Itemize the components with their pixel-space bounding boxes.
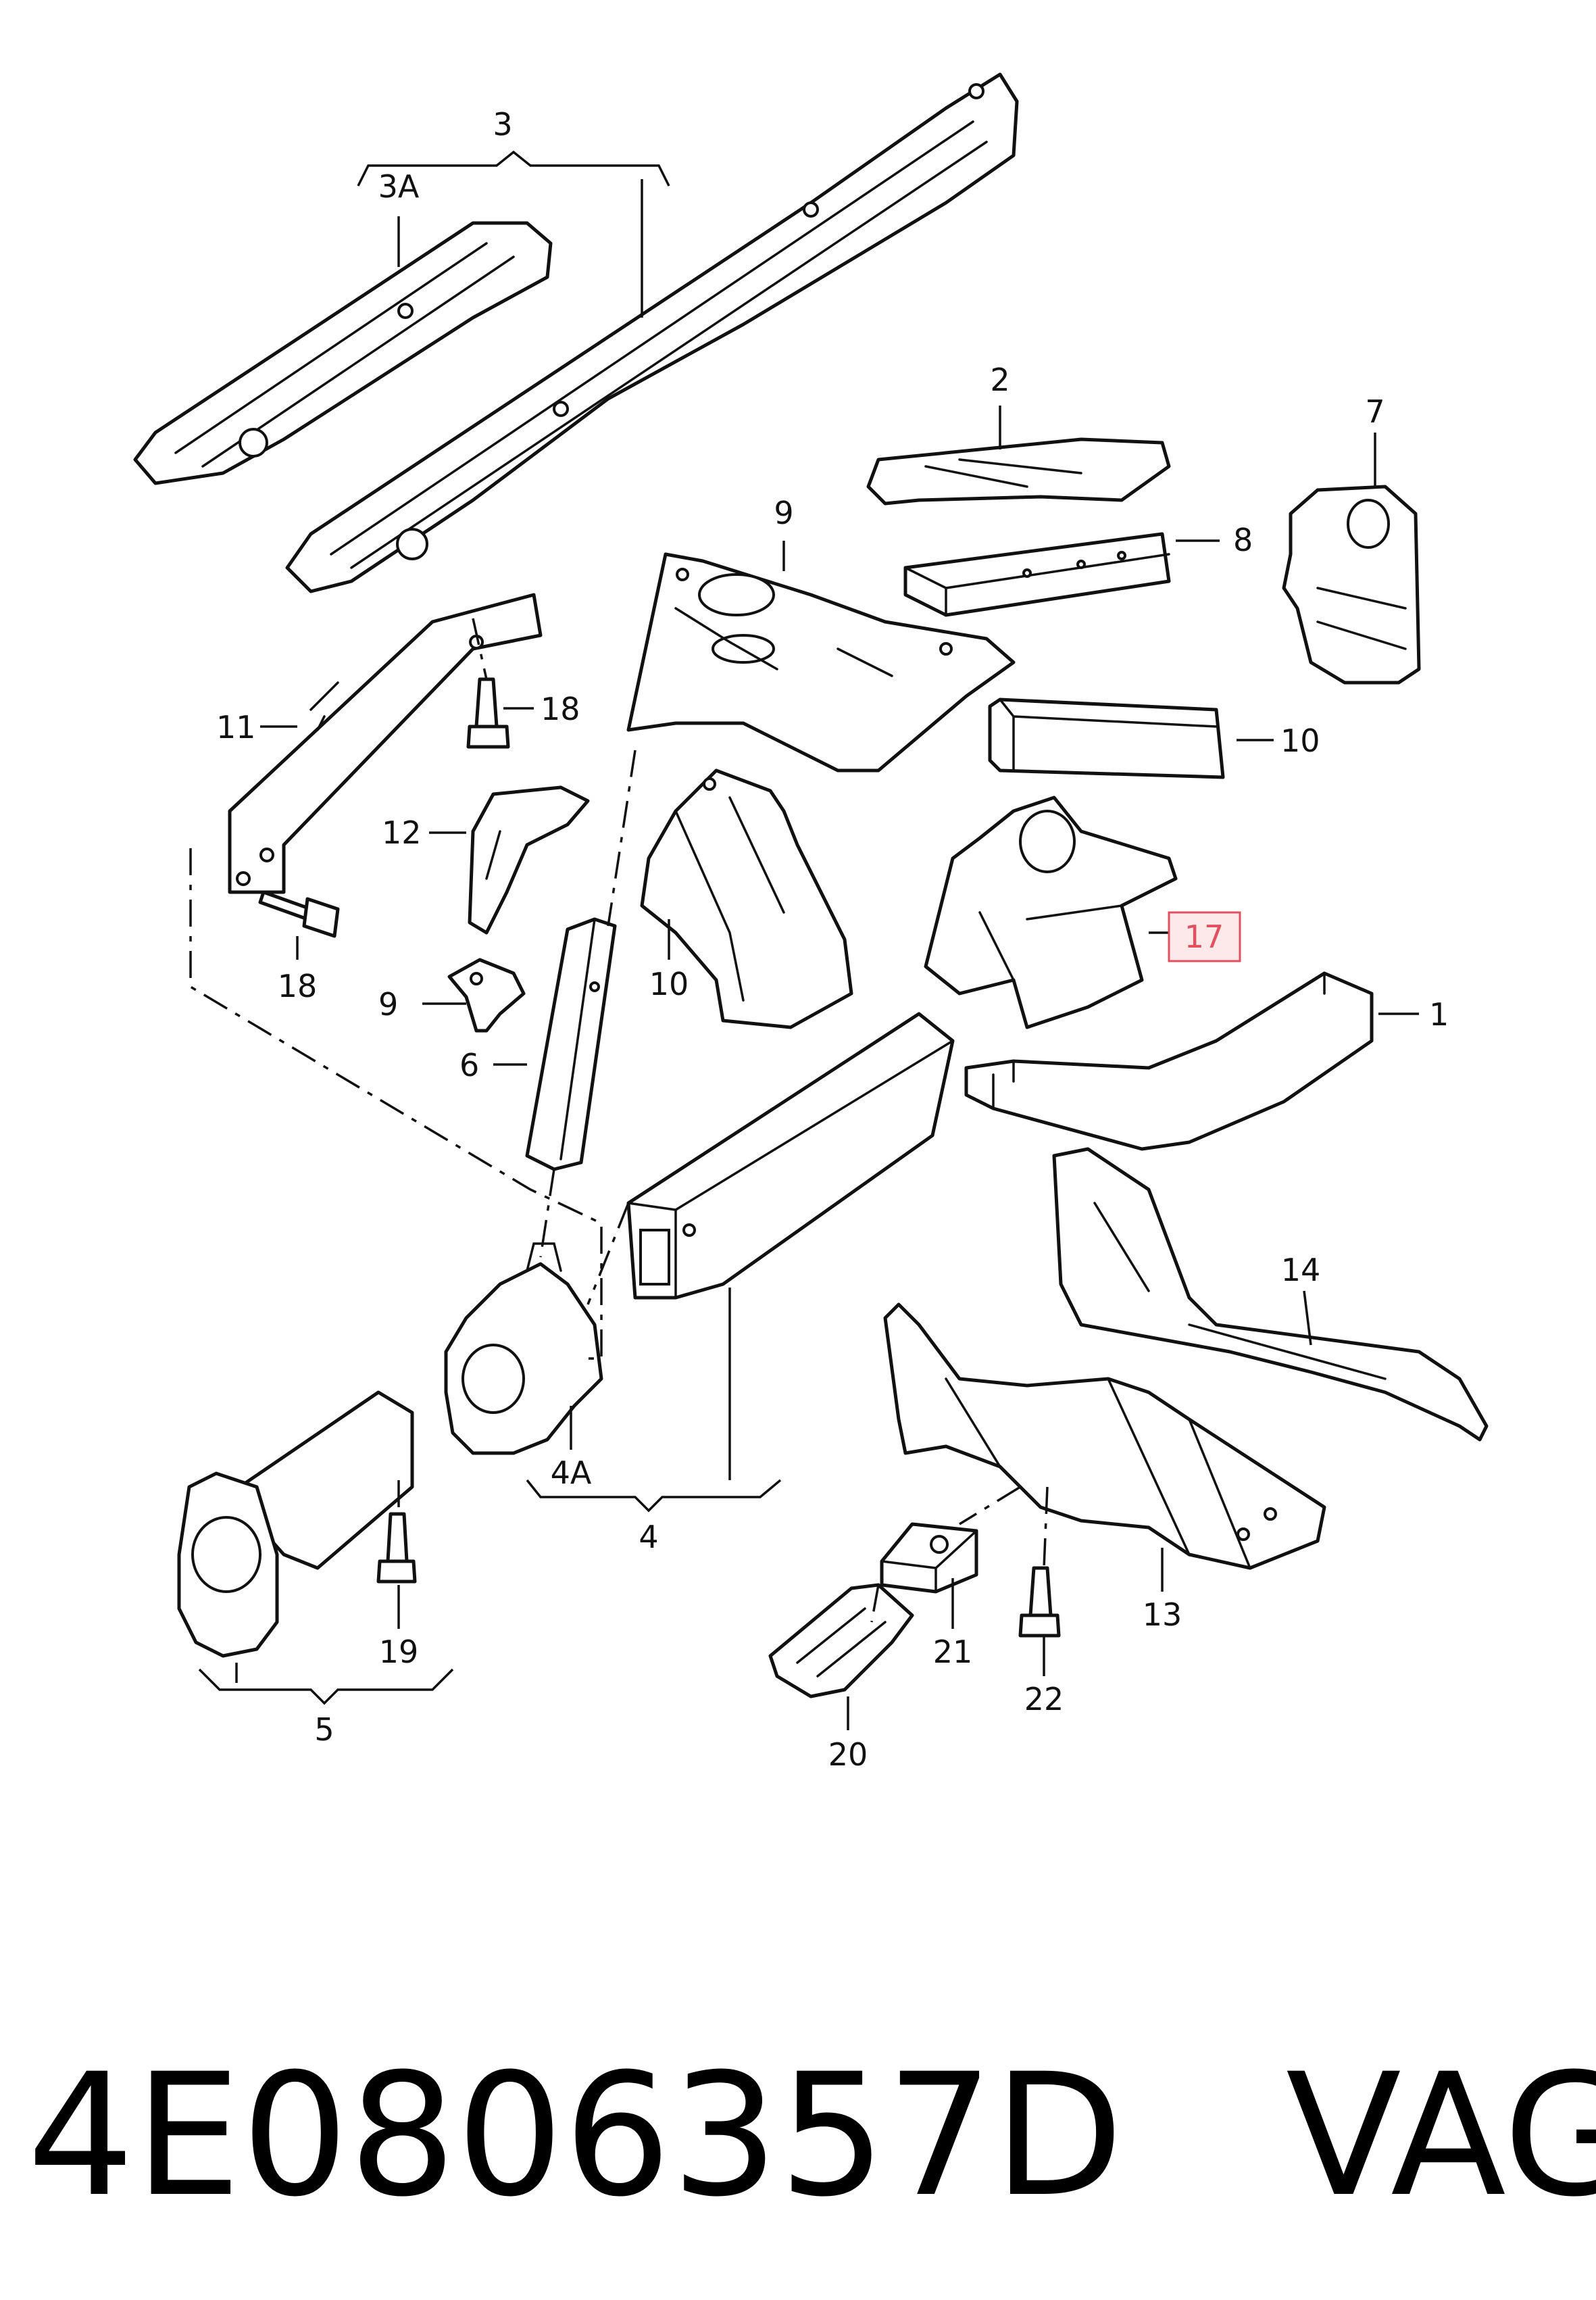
callout-13: 11 [216,709,256,745]
part-10 [988,698,1225,779]
callout-10: 10 [1280,723,1320,759]
part-16 [1052,1147,1489,1442]
callout-8: 8 [1233,522,1253,558]
part-2 [866,437,1171,506]
callout-12: 10 [649,966,689,1002]
callout-3a: 3A [378,168,420,205]
callout-16: 14 [1281,1252,1321,1288]
part-5-mount [177,1390,414,1658]
callout-4: 4 [639,1519,658,1555]
part-8 [903,532,1171,617]
part-11 [447,958,526,1033]
part-3a-rail [133,221,553,485]
part-14 [468,785,590,935]
callout-3: 3 [493,106,512,143]
part-4-box-beam [626,1012,955,1300]
callout-9: 9 [774,495,793,531]
exploded-parts-diagram: 3 3A 2 7 9 8 10 11 18 12 18 9 10 6 6 17 … [133,72,1489,1773]
callout-14: 12 [382,814,422,851]
callout-4a: 4A [551,1454,592,1491]
part-12 [640,768,853,1029]
callout-20: 20 [828,1736,868,1773]
part-9-strut-tower [626,552,1016,773]
part-19-bolt [376,1512,417,1584]
callout-22: 22 [1024,1681,1064,1717]
brand-label: VAG [1285,2037,1596,2234]
callout-7: 7 [1365,393,1385,430]
part-caption: 4E0806357D VAG [27,2028,1596,2244]
part-number: 4E0806357D [27,2037,1124,2234]
part-7 [1282,485,1421,685]
callout-6-visible: 6 [459,1047,479,1083]
part-4a-bracket [444,1242,603,1455]
part-18-bolt-lower [258,890,340,938]
callout-2: 2 [990,362,1009,398]
part-15 [883,1302,1326,1570]
callout-18-lower: 18 [278,968,318,1004]
part-18-bolt-upper [466,677,510,749]
highlight-box-17 [1168,911,1241,962]
callout-labels: 3 3A 2 7 9 8 10 11 18 12 18 9 10 6 6 17 … [216,106,1449,1773]
part-20 [768,1583,914,1698]
callout-1: 1 [1429,996,1449,1033]
callout-17: 17 [1184,919,1224,955]
callout-18-upper: 18 [541,691,580,727]
callout-5-visible: 5 [314,1711,334,1748]
callout-19: 19 [379,1634,419,1670]
part-22-bolt [1018,1566,1061,1638]
part-6-post [525,917,617,1171]
part-3-rail [285,72,1019,593]
part-1-rail [964,971,1374,1151]
callout-21: 21 [933,1634,973,1670]
part-21-nut [880,1522,978,1594]
assembly-lines [189,618,1049,1623]
callout-11: 9 [378,986,398,1023]
part-17 [924,796,1178,1029]
callout-15: 13 [1143,1596,1182,1633]
